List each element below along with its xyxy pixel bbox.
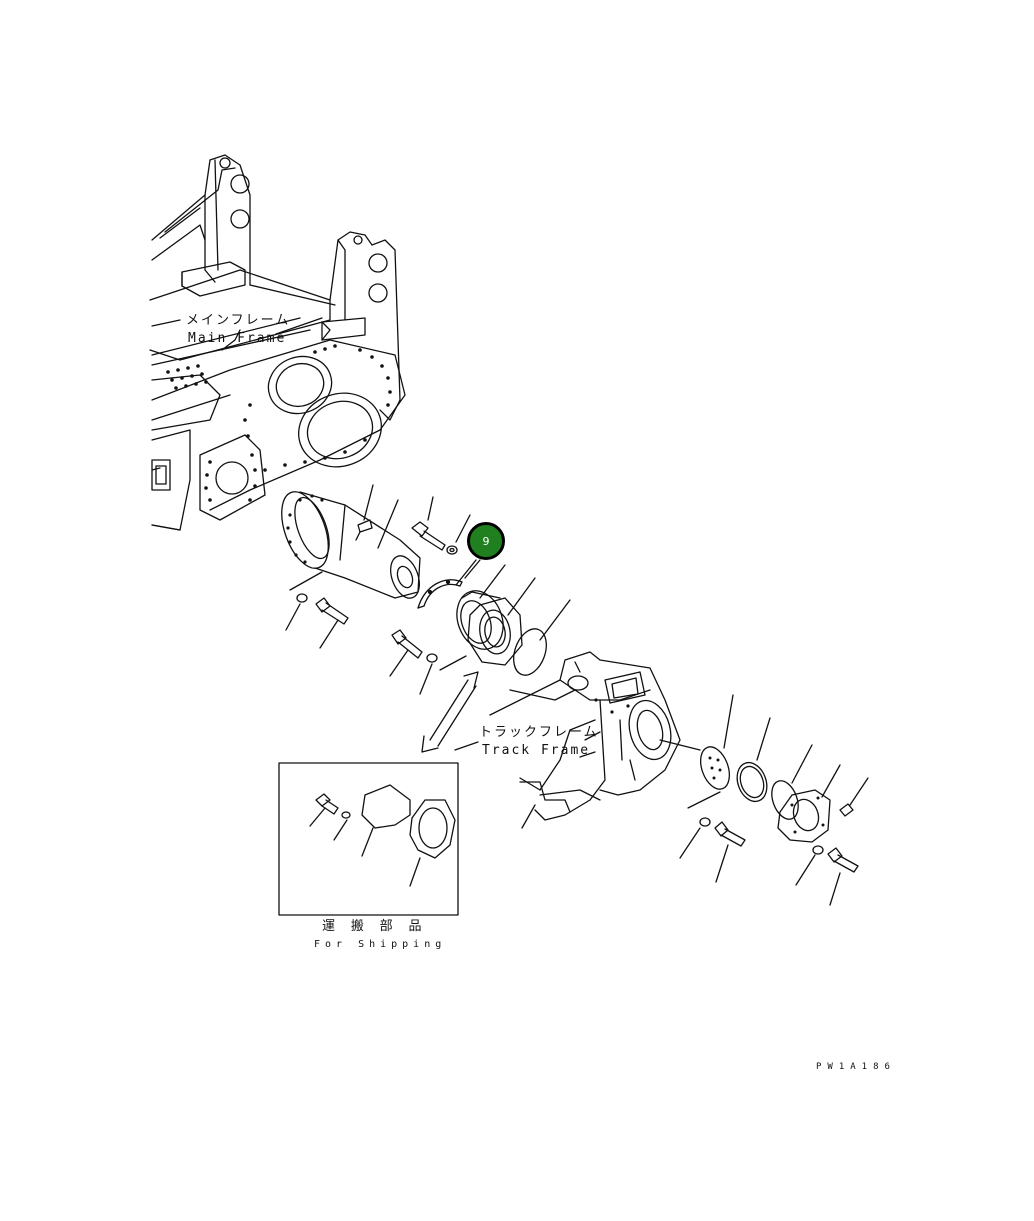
track-frame [489,651,701,821]
shipping-cover [409,799,456,859]
part-callout-9[interactable]: 9 [467,522,505,560]
small-plug [839,803,854,817]
for-shipping-label-jp: 運 搬 部 品 [322,919,426,934]
bolt-right-2 [812,845,859,873]
shipping-bolt [315,793,351,819]
track-frame-label-jp: トラックフレーム [479,725,599,740]
retainer-ring [417,579,463,609]
end-cover [777,789,831,843]
main-frame [149,154,406,531]
shipping-gasket [361,784,411,829]
track-frame-label-en: Track Frame [482,743,591,758]
main-frame-label-jp: メインフレーム [186,313,291,328]
main-frame-label-en: Main Frame [188,331,287,346]
for-shipping-label-en: For Shipping [314,939,447,950]
bolt-lower-mid [391,629,438,663]
bolt-upper [411,521,458,555]
end-cap [700,746,730,790]
shaft-bolt [355,519,373,541]
o-ring-3 [771,780,799,820]
bolt-lower-left [296,593,349,625]
assembly-arrow [421,671,479,753]
bolt-right-1 [699,817,746,847]
for-shipping-box [278,762,459,916]
pivot-shaft [281,491,421,599]
cover-flange [467,597,523,666]
drawing-code: PW1A186 [816,1062,896,1072]
o-ring-2 [736,761,768,803]
o-ring-1 [513,628,547,676]
